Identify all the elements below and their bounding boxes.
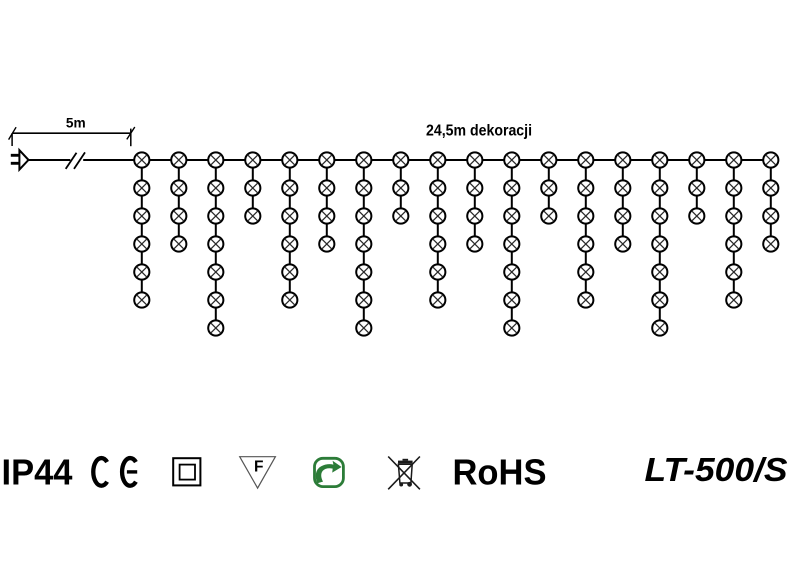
svg-text:5m: 5m	[66, 115, 86, 130]
svg-text:LT-500/S: LT-500/S	[645, 451, 788, 488]
svg-text:24,5m dekoracji: 24,5m dekoracji	[426, 123, 532, 140]
svg-text:RoHS: RoHS	[453, 452, 547, 493]
svg-text:F: F	[254, 458, 263, 475]
svg-text:IP44: IP44	[2, 451, 73, 492]
